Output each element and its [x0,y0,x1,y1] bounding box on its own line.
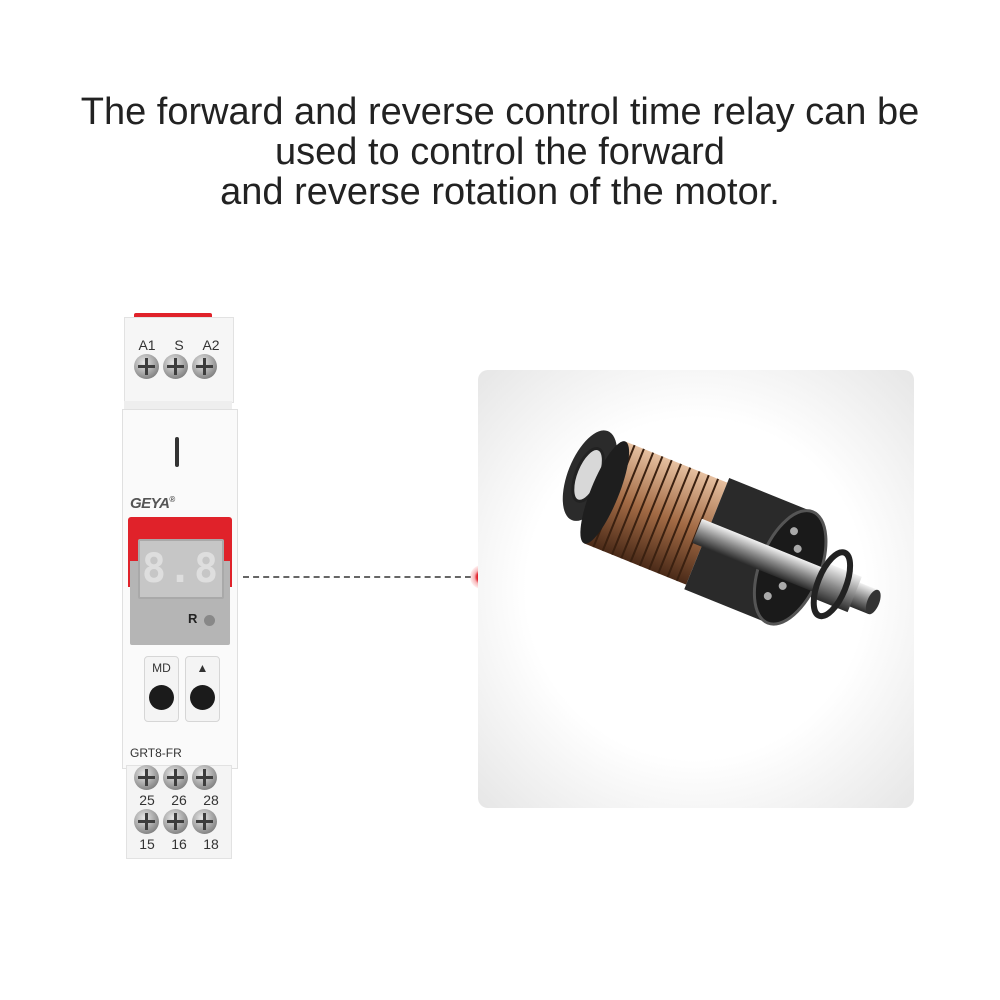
screw-icon [134,765,159,790]
model-label: GRT8-FR [130,746,182,760]
headline-line-2: used to control the forward [275,131,725,173]
time-relay-device: A1 S A2 GEYA® 8.8 R MD ▲ GRT8-FR 25 26 2… [122,313,238,859]
brand-logo: GEYA® [130,495,175,512]
screw-icon [192,809,217,834]
md-button-knob[interactable] [149,685,174,710]
terminal-label-a2: A2 [202,337,220,353]
screw-icon [192,765,217,790]
bottom-terminal-labels-1: 25 26 28 [132,792,226,808]
terminal-label-26: 26 [171,792,187,808]
top-terminal-labels: A1 S A2 [132,337,226,353]
screw-icon [163,354,188,379]
screw-icon [163,809,188,834]
motor-image-frame [478,370,914,808]
up-arrow-icon: ▲ [196,661,209,675]
screw-icon [192,354,217,379]
terminal-label-18: 18 [203,836,219,852]
terminal-label-15: 15 [139,836,155,852]
up-button[interactable]: ▲ [185,656,220,722]
terminal-label-16: 16 [171,836,187,852]
indicator-label: R [188,611,198,626]
motor-rotor-icon [562,430,881,626]
terminal-label-25: 25 [139,792,155,808]
bottom-terminal-screws-2 [134,809,217,834]
display-digits: 8.8 [141,546,221,592]
brand-name: GEYA [130,495,170,512]
md-button-label: MD [152,661,171,675]
terminal-label-28: 28 [203,792,219,808]
screw-icon [134,809,159,834]
relay-top-red-tab [134,313,212,318]
terminal-label-a1: A1 [138,337,156,353]
relay-neck [124,401,232,411]
terminal-label-s: S [174,337,184,353]
screw-icon [134,354,159,379]
indicator-led-icon [204,615,215,626]
screw-icon [163,765,188,790]
headline: The forward and reverse control time rel… [30,92,970,212]
top-terminal-screws [134,354,217,379]
bottom-terminal-labels-2: 15 16 18 [132,836,226,852]
dashed-connector-line [243,576,471,578]
bottom-terminal-screws-1 [134,765,217,790]
digital-display: 8.8 [138,539,224,599]
relay-slot [175,437,179,467]
md-button[interactable]: MD [144,656,179,722]
registered-mark: ® [169,495,175,504]
headline-line-3: and reverse rotation of the motor. [220,171,780,213]
headline-line-1: The forward and reverse control time rel… [80,91,920,133]
up-button-knob[interactable] [190,685,215,710]
